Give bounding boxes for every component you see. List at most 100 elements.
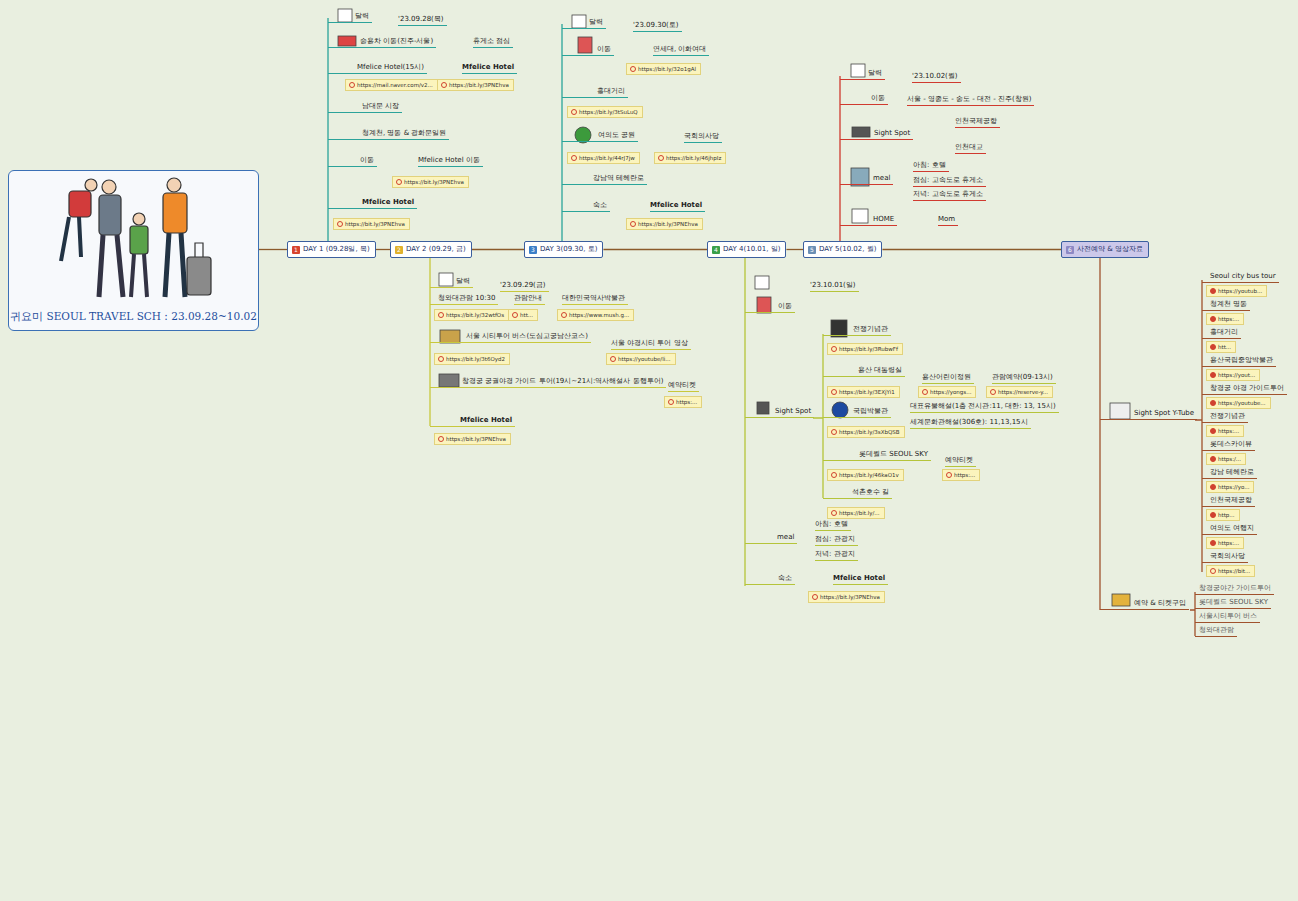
sub-spine [813,334,823,498]
link-icon [990,389,996,395]
link-url: https://bit.ly/3PNEhva [345,221,405,227]
topic-label: 관람예약(09-13시) [992,372,1056,384]
link-box: https://bit.ly/3PNEhva [392,176,469,188]
day-topic: 3DAY 3(09.30, 토) [524,241,603,258]
topic-label: 홍대거리 [1202,327,1241,339]
topic-label: Mfelice Hotel [430,415,515,427]
link-icon [1210,400,1216,406]
link-url: https:... [676,399,697,405]
topic-label: 강남 테헤란로 [1202,467,1257,479]
link-box: https://yout... [1206,369,1260,381]
link-icon [561,312,567,318]
sub-spine [1195,280,1202,572]
link-box: https://yongs... [918,386,976,398]
link-icon [831,346,837,352]
link-box: https://bit.ly/32o1gAl [626,63,701,75]
link-box: https:... [1206,313,1244,325]
link-url: https://yo... [1218,484,1249,490]
link-icon [831,389,837,395]
link-url: https://yout... [1218,372,1255,378]
topic-label: Mfelice Hotel [462,62,517,74]
link-box: https://bit.ly/3tSuLuQ [567,106,643,118]
topic-label: 대한민국역사박물관 [562,293,628,305]
link-box: https:... [664,396,702,408]
topic-label: Sight Spot [840,128,913,140]
topic-label: 저녁: 고속도로 휴게소 [913,189,986,201]
topic-label: HOME [840,214,897,226]
link-box: https://bit.ly/3PNEhva [437,79,514,91]
topic-label: Mom [938,214,958,226]
link-box: https://youtub... [1206,285,1267,297]
topic-label: 전쟁기념관 [1202,411,1248,423]
link-icon [512,312,518,318]
link-box: https://yo... [1206,481,1254,493]
link-url: https://www.mush.g... [569,312,629,318]
topic-label: 연세대, 이화여대 [653,44,709,56]
link-url: https://bit.ly/3PNEhva [449,82,509,88]
link-box: https://bit... [1206,565,1255,577]
link-url: https://bit.ly/32wtfOs [446,312,504,318]
link-icon [946,472,952,478]
topic-label: 인천국제공항 [1202,495,1255,507]
link-url: https://bit.ly/3t6Oyd2 [446,356,505,362]
link-url: htt... [1218,344,1231,350]
link-url: htt... [520,312,533,318]
topic-label: 롯데월드 SEOUL SKY [1195,597,1271,609]
topic-label: Mfelice Hotel [650,200,705,212]
link-box: https://bit.ly/3t6Oyd2 [434,353,510,365]
link-icon [812,594,818,600]
link-url: https:/... [1218,456,1241,462]
link-url: https://bit... [1218,568,1250,574]
link-url: https://yongs... [930,389,971,395]
link-url: https://bit.ly/3PNEhva [446,436,506,442]
topic-label: 용산 대통령실 [823,365,905,377]
branch-connector [603,249,707,250]
root-topic: 귀요미 SEOUL TRAVEL SCH : 23.09.28~10.02 [8,170,259,331]
link-url: https://bit.ly/3PNEhva [638,221,698,227]
link-icon [668,399,674,405]
link-icon [337,221,343,227]
link-url: https://reserve-y... [998,389,1048,395]
link-url: https://bit.ly/3EXjYi1 [839,389,895,395]
badge-number: 5 [808,246,816,254]
link-box: https:/... [1206,453,1246,465]
topic-label: 청와대관람 10:30 [430,293,498,305]
link-url: https://mail.naver.com/v2... [357,82,433,88]
link-url: https:... [1218,428,1239,434]
topic-label: Mfelice Hotel [328,197,417,209]
topic-label: 창경궁 궁궐야경 가이드 투어(19시~21시:역사해설사 동행투어) [430,376,666,388]
topic-label: 서울 야경시티 투어 영상 [611,338,691,350]
day-label: DAY 3(09.30, 토) [540,245,597,254]
topic-label: 여의도 여행지 [1202,523,1257,535]
link-url: https:... [954,472,975,478]
topic-label: 청와대관람 [1195,625,1237,637]
day-topic: 2DAY 2 (09.29, 금) [390,241,472,258]
link-icon [922,389,928,395]
topic-label: 세계문화관해설(306호): 11,13,15시 [910,417,1031,429]
day-label: DAY 1 (09.28일, 목) [303,245,370,254]
topic-label: 이동 [562,44,614,56]
topic-label: 점심: 고속도로 휴게소 [913,175,986,187]
link-icon [1210,316,1216,322]
topic-label: 용산국립중앙박물관 [1202,355,1276,367]
link-icon [571,155,577,161]
link-url: https://bit.ly/46jhpIz [666,155,721,161]
topic-label: 예약티켓 [945,455,976,467]
topic-label: 서울 시티투어 버스(도심고궁남산코스) [430,331,591,343]
link-icon [438,356,444,362]
link-icon [1210,512,1216,518]
topic-label: 서울 - 영종도 - 송도 - 대전 - 진주(창원) [907,94,1034,106]
link-icon [1210,288,1216,294]
topic-label: 국립박물관 [823,406,891,418]
topic-label: meal [745,532,797,544]
link-box: htt... [1206,341,1236,353]
link-icon [1210,568,1216,574]
badge-number: 3 [529,246,537,254]
link-icon [1210,456,1216,462]
link-icon [349,82,355,88]
link-icon [438,436,444,442]
topic-label: 인천대교 [955,142,986,154]
link-box: https://mail.naver.com/v2... [345,79,438,91]
link-url: https:... [1218,316,1239,322]
